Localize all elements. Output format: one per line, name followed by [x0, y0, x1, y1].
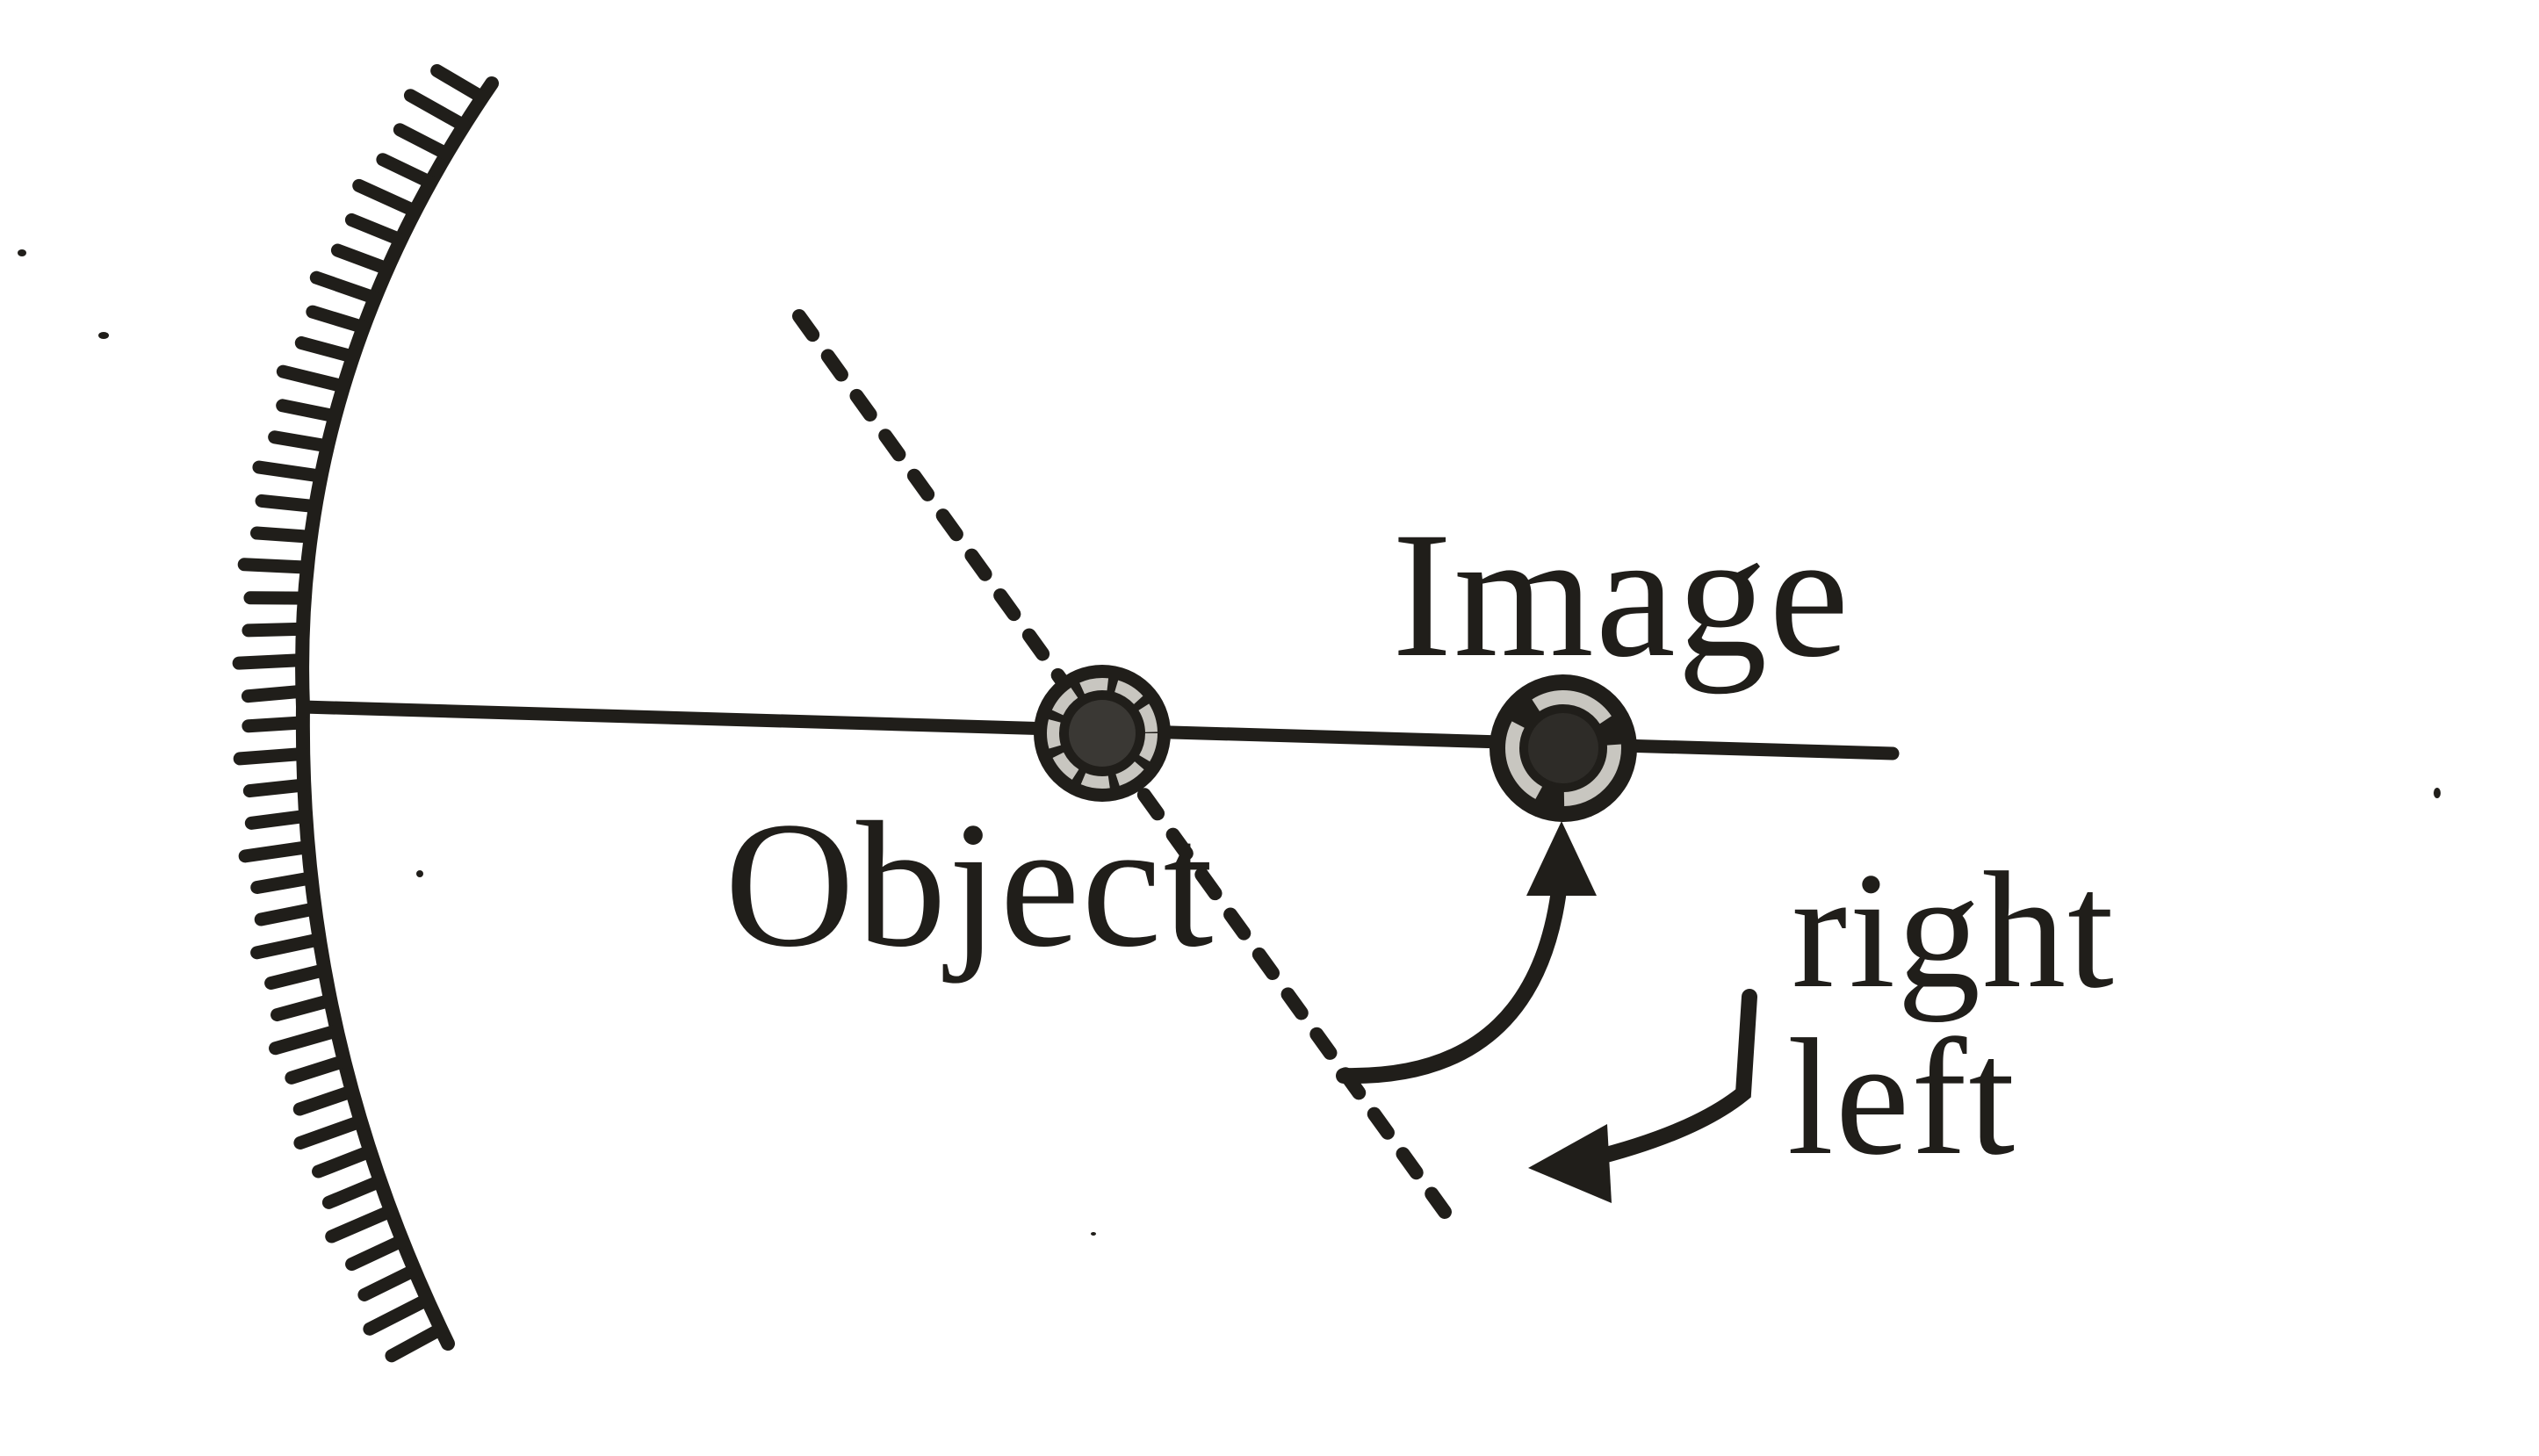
hatch-mark — [357, 1263, 422, 1301]
curved-arrow-left — [1528, 989, 1757, 1203]
hatch-mark — [276, 364, 350, 393]
hatch-mark — [376, 153, 437, 190]
curved-arrow-to-image — [1336, 821, 1597, 1085]
hatch-mark — [321, 1174, 387, 1209]
hatch-mark — [385, 1322, 448, 1363]
arrowhead-up-icon — [1526, 821, 1597, 896]
hatch-mark — [269, 1024, 344, 1056]
hatch-mark — [232, 653, 309, 670]
hatch-mark — [270, 993, 337, 1022]
right-label: right — [1792, 839, 2116, 1023]
hatch-mark — [285, 1054, 351, 1085]
print-specks — [18, 249, 2441, 1236]
hatch-mark — [393, 123, 454, 161]
hatch-mark — [325, 1204, 398, 1243]
hatch-mark — [242, 716, 310, 733]
hatch-mark — [309, 270, 382, 305]
hatch-mark — [268, 430, 335, 453]
hatch-mark — [242, 622, 310, 638]
hatch-mark — [233, 746, 310, 766]
left-label: left — [1787, 1006, 2017, 1190]
hatch-mark — [363, 1293, 435, 1336]
hatch-mark — [292, 1085, 359, 1116]
hatch-mark — [330, 243, 394, 276]
image-marker — [1489, 674, 1637, 822]
hatch-mark — [237, 558, 314, 574]
hatch-mark — [242, 778, 311, 798]
object-marker — [1034, 665, 1171, 802]
hatch-mark — [252, 460, 328, 483]
arrowhead-left-icon — [1528, 1124, 1612, 1203]
hatch-mark — [352, 178, 422, 218]
mirror-hatching — [232, 64, 489, 1363]
hatch-mark — [276, 399, 343, 423]
hatch-mark — [238, 840, 315, 863]
image-label: Image — [1392, 495, 1851, 695]
hatch-mark — [250, 526, 318, 544]
hatch-mark — [250, 933, 327, 960]
hatch-mark — [250, 871, 318, 895]
hatch-mark — [264, 962, 332, 990]
hatch-mark — [344, 213, 408, 247]
hatch-mark — [241, 684, 309, 703]
concave-mirror — [232, 64, 499, 1363]
hatch-mark — [403, 89, 471, 133]
hatch-mark — [254, 902, 322, 926]
hatch-mark — [293, 1114, 368, 1150]
hatch-mark — [345, 1234, 409, 1272]
hatch-mark — [430, 64, 489, 105]
hatch-mark — [244, 809, 313, 830]
hatch-mark — [306, 305, 371, 335]
hatch-mark — [294, 335, 360, 364]
hatch-mark — [312, 1144, 378, 1178]
object-label: Object — [725, 785, 1215, 984]
hatch-mark — [255, 494, 322, 514]
